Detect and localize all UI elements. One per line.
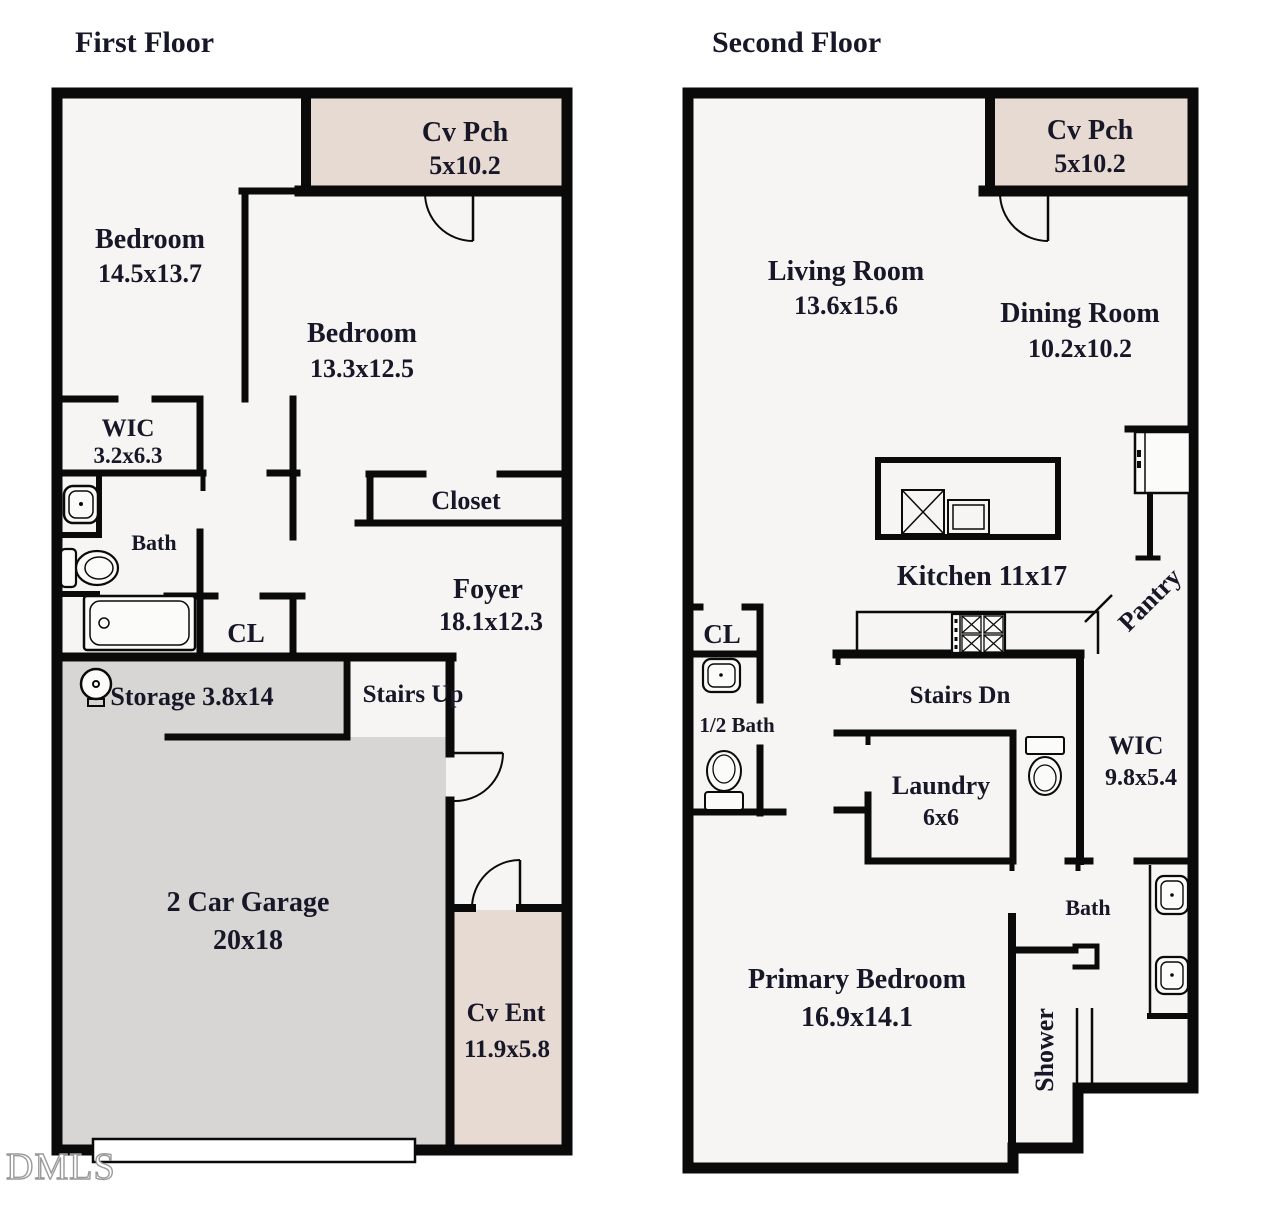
label-stairs-up: Stairs Up: [363, 681, 464, 708]
water-heater-icon: [79, 667, 113, 707]
refrigerator-icon: [1133, 430, 1192, 495]
first-floor-labels: First Floor Cv Pch 5x10.2 Bedroom 14.5x1…: [75, 26, 550, 1063]
label-primary-bedroom: Primary Bedroom: [748, 964, 966, 995]
bathtub-icon: [82, 594, 197, 652]
covered-porch-area: [306, 96, 562, 188]
label-sf-bath: Bath: [1065, 895, 1110, 920]
label-ff-wic: WIC: [102, 415, 155, 442]
watermark: DMLS: [6, 1146, 116, 1188]
sink-icon-bath2-b: [1154, 955, 1190, 996]
label-sf-cv-pch-dims: 5x10.2: [1054, 149, 1126, 178]
label-ff-cv-pch: Cv Pch: [422, 117, 509, 148]
label-ff-cv-pch-dims: 5x10.2: [429, 151, 501, 180]
covered-porch-area-2: [990, 96, 1190, 188]
label-sf-wic-dims: 9.8x5.4: [1105, 765, 1177, 791]
label-cv-ent: Cv Ent: [467, 998, 546, 1027]
label-primary-bedroom-dims: 16.9x14.1: [801, 1002, 913, 1033]
garage-area: [62, 660, 446, 1146]
dishwasher-icon: [901, 489, 945, 535]
label-stairs-dn: Stairs Dn: [910, 682, 1011, 709]
second-floor-fixtures: [701, 430, 1192, 996]
second-floor-fills: [688, 93, 1193, 1168]
second-floor-title: Second Floor: [712, 26, 881, 59]
label-bedroom2: Bedroom: [307, 318, 417, 349]
second-floor-labels: Second Floor Cv Pch 5x10.2 Living Room 1…: [699, 26, 1187, 1092]
label-laundry-dims: 6x6: [923, 805, 959, 831]
label-kitchen: Kitchen 11x17: [897, 561, 1067, 592]
second-floor-doors: [999, 192, 1050, 242]
kitchen-island: [875, 457, 1061, 540]
first-floor-fills: [57, 93, 567, 1150]
second-floor-plan: Second Floor Cv Pch 5x10.2 Living Room 1…: [682, 26, 1199, 1174]
toilet-icon-half-bath: [704, 750, 744, 811]
covered-entry-area: [454, 910, 562, 1146]
sink-icon-half-bath: [701, 657, 742, 694]
label-dining-room: Dining Room: [1000, 298, 1159, 329]
label-sf-cl: CL: [703, 619, 741, 649]
label-bedroom2-dims: 13.3x12.5: [310, 354, 414, 383]
bathroom-sink-icon: [62, 484, 100, 525]
sink-icon-bath2-a: [1154, 874, 1190, 916]
label-storage: Storage 3.8x14: [110, 682, 273, 711]
label-ff-bath: Bath: [131, 530, 176, 555]
label-bedroom1: Bedroom: [95, 224, 205, 255]
toilet-icon: [59, 547, 120, 589]
label-dining-room-dims: 10.2x10.2: [1028, 334, 1132, 363]
label-sf-cv-pch: Cv Pch: [1047, 115, 1134, 146]
second-floor-walls: [682, 87, 1199, 1174]
garage-door: [91, 1137, 417, 1164]
stove-icon: [950, 612, 1007, 655]
label-living-room-dims: 13.6x15.6: [794, 291, 898, 320]
label-half-bath: 1/2 Bath: [699, 713, 775, 737]
label-garage: 2 Car Garage: [167, 887, 330, 918]
label-sf-wic: WIC: [1109, 731, 1164, 760]
first-floor-doors: [424, 192, 522, 909]
first-floor-plan: First Floor Cv Pch 5x10.2 Bedroom 14.5x1…: [51, 26, 573, 1164]
label-living-room: Living Room: [768, 256, 924, 287]
label-shower: Shower: [1030, 1008, 1059, 1092]
first-floor-title: First Floor: [75, 26, 214, 59]
label-bedroom1-dims: 14.5x13.7: [98, 259, 202, 288]
kitchen-sink-icon: [947, 499, 990, 535]
label-closet: Closet: [431, 486, 501, 515]
label-laundry: Laundry: [892, 771, 990, 800]
label-garage-dims: 20x18: [213, 925, 283, 956]
toilet-icon-bath2: [1025, 736, 1065, 796]
label-foyer: Foyer: [453, 574, 523, 605]
first-floor-fixtures: [59, 484, 417, 1164]
label-cv-ent-dims: 11.9x5.8: [464, 1036, 550, 1063]
label-ff-cl: CL: [227, 618, 265, 648]
label-ff-wic-dims: 3.2x6.3: [94, 443, 163, 468]
label-foyer-dims: 18.1x12.3: [439, 607, 543, 636]
first-floor-walls: [51, 87, 573, 1156]
